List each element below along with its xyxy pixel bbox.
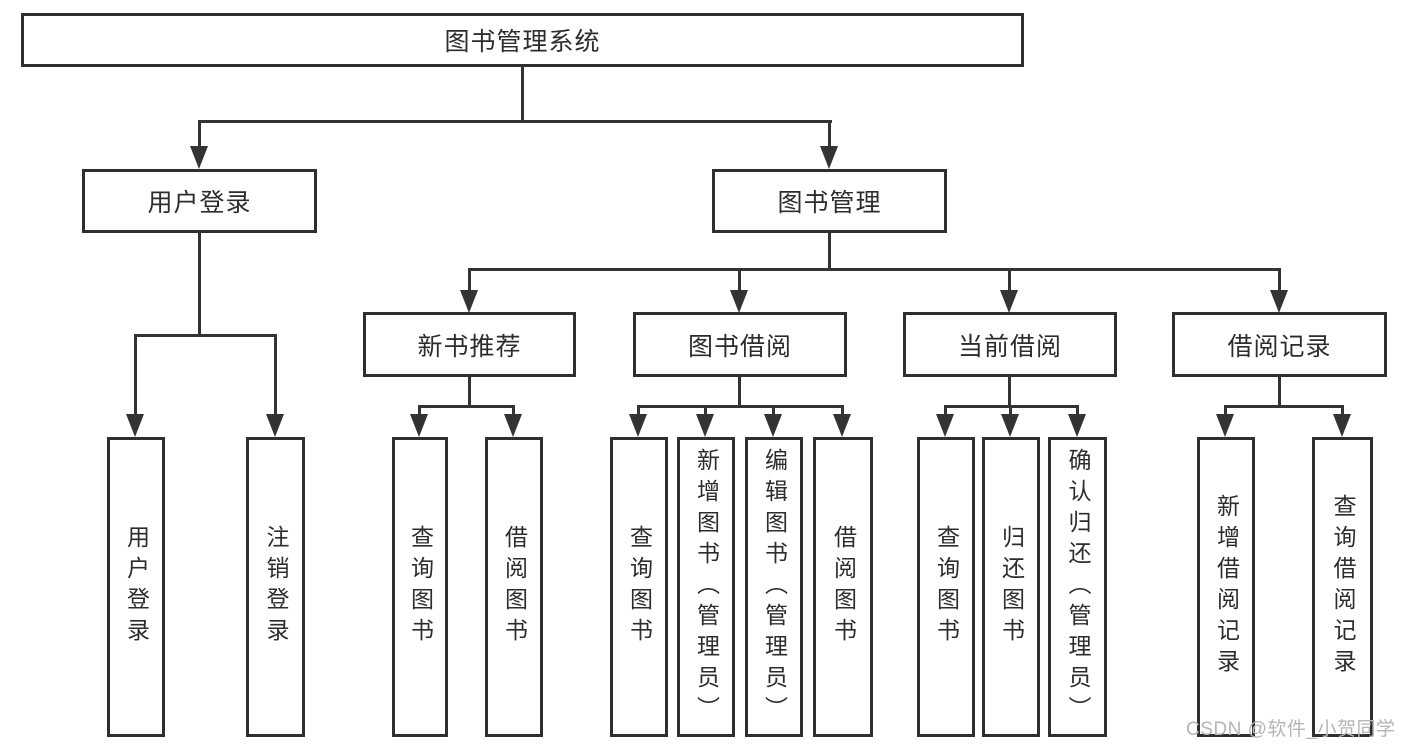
- arrow-down-icon: [820, 146, 838, 169]
- connector-line: [1009, 405, 1012, 417]
- arrow-down-icon: [833, 414, 851, 437]
- leaf-label: 确认归还（管理员）: [1065, 447, 1091, 727]
- leaf-confirm-return-admin: 确认归还（管理员）: [1048, 437, 1107, 737]
- leaf-query-borrow-record: 查询借阅记录: [1312, 437, 1373, 737]
- arrow-down-icon: [1001, 414, 1019, 437]
- connector-line: [638, 405, 844, 408]
- leaf-borrow-books-recommend: 借阅图书: [485, 437, 543, 737]
- connector-line: [1008, 268, 1011, 292]
- connector-line: [1225, 405, 1343, 408]
- connector-line: [828, 120, 831, 150]
- connector-line: [512, 405, 515, 417]
- leaf-add-borrow-record: 新增借阅记录: [1197, 437, 1255, 737]
- arrow-down-icon: [1270, 290, 1288, 313]
- leaf-add-books-admin: 新增图书（管理员）: [677, 437, 735, 737]
- node-book-borrowing: 图书借阅: [633, 312, 847, 377]
- connector-line: [469, 268, 1281, 271]
- connector-line: [738, 377, 741, 408]
- arrow-down-icon: [504, 414, 522, 437]
- arrow-down-icon: [936, 414, 954, 437]
- connector-line: [1224, 405, 1227, 417]
- connector-line: [841, 405, 844, 417]
- node-new-book-recommend: 新书推荐: [363, 312, 576, 377]
- connector-line: [521, 67, 524, 122]
- connector-line: [1076, 405, 1079, 417]
- leaf-user-login: 用户登录: [107, 437, 165, 737]
- connector-line: [198, 233, 201, 337]
- leaf-query-books-current: 查询图书: [917, 437, 975, 737]
- arrow-down-icon: [696, 414, 714, 437]
- connector-line: [419, 405, 515, 408]
- leaf-query-books-borrow: 查询图书: [610, 437, 668, 737]
- connector-line: [1278, 377, 1281, 408]
- leaf-label: 新增图书（管理员）: [693, 447, 720, 727]
- connector-line: [274, 334, 277, 416]
- leaf-label: 查询图书: [626, 525, 653, 649]
- node-current-borrowing: 当前借阅: [903, 312, 1117, 377]
- leaf-borrow-books: 借阅图书: [813, 437, 873, 737]
- connector-line: [637, 405, 640, 417]
- connector-line: [418, 405, 421, 417]
- arrow-down-icon: [460, 290, 478, 313]
- connector-line: [738, 268, 741, 292]
- node-borrowing-records: 借阅记录: [1172, 312, 1387, 377]
- node-book-management: 图书管理: [712, 169, 947, 233]
- arrow-down-icon: [730, 290, 748, 313]
- leaf-label: 借阅图书: [501, 525, 528, 649]
- node-user-login: 用户登录: [82, 169, 317, 233]
- connector-line: [1008, 377, 1011, 408]
- leaf-label: 查询图书: [933, 525, 960, 649]
- arrow-down-icon: [1068, 414, 1086, 437]
- leaf-label: 查询图书: [407, 525, 434, 649]
- connector-line: [944, 405, 947, 417]
- connector-line: [945, 405, 1079, 408]
- arrow-down-icon: [190, 146, 208, 169]
- leaf-label: 用户登录: [123, 525, 150, 649]
- leaf-label: 归还图书: [998, 525, 1025, 649]
- connector-line: [1278, 268, 1281, 292]
- connector-line: [468, 377, 471, 408]
- leaf-label: 查询借阅记录: [1330, 494, 1356, 680]
- arrow-down-icon: [1216, 414, 1234, 437]
- connector-line: [198, 120, 832, 123]
- csdn-watermark: CSDN @软件_小贺同学: [1186, 719, 1396, 740]
- arrow-down-icon: [1333, 414, 1351, 437]
- leaf-label: 新增借阅记录: [1213, 494, 1240, 680]
- connector-line: [135, 334, 277, 337]
- leaf-query-books-recommend: 查询图书: [392, 437, 448, 737]
- arrow-down-icon: [410, 414, 428, 437]
- arrow-down-icon: [629, 414, 647, 437]
- connector-line: [198, 120, 201, 150]
- connector-line: [704, 405, 707, 417]
- leaf-edit-books-admin: 编辑图书（管理员）: [745, 437, 803, 737]
- connector-line: [1341, 405, 1344, 417]
- arrow-down-icon: [126, 414, 144, 437]
- leaf-logout: 注销登录: [246, 437, 305, 737]
- connector-line: [772, 405, 775, 417]
- connector-line: [468, 268, 471, 292]
- leaf-label: 借阅图书: [830, 525, 857, 649]
- arrow-down-icon: [1000, 290, 1018, 313]
- arrow-down-icon: [764, 414, 782, 437]
- leaf-label: 注销登录: [263, 525, 289, 649]
- leaf-label: 编辑图书（管理员）: [761, 447, 788, 727]
- connector-line: [134, 334, 137, 416]
- arrow-down-icon: [266, 414, 284, 437]
- node-root-library-system: 图书管理系统: [21, 13, 1024, 67]
- connector-line: [828, 233, 831, 271]
- leaf-return-books: 归还图书: [982, 437, 1040, 737]
